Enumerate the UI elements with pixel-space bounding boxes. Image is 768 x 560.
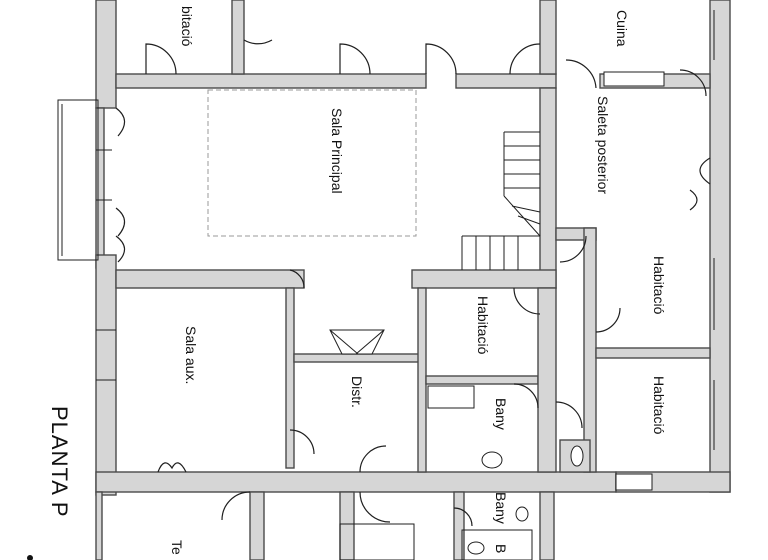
porch xyxy=(57,99,99,261)
title-partial-glyph xyxy=(27,555,33,560)
wall-left-middle xyxy=(95,107,105,269)
sink-icon-lower xyxy=(467,541,485,555)
label-habitacio-right-upper: Habitació xyxy=(651,256,667,315)
stairs xyxy=(461,131,541,270)
wall-distr-top xyxy=(293,353,425,363)
wall-saleta-left xyxy=(539,87,557,289)
toilet-icon xyxy=(570,445,584,467)
wall-left-lower xyxy=(95,254,117,496)
wall-sala-aux-right xyxy=(285,287,295,469)
label-bany-lower: Bany xyxy=(493,492,509,524)
label-bany-bottom-partial: B xyxy=(493,544,509,553)
wall-bottom xyxy=(95,471,617,493)
windows xyxy=(96,10,715,491)
lower-block xyxy=(95,491,555,560)
wall-sala-bottom-right xyxy=(411,269,557,289)
interior-walls xyxy=(115,0,711,473)
wall-distr-right xyxy=(417,287,427,473)
wall-top-rooms xyxy=(115,73,427,89)
plan-title: PLANTA P xyxy=(47,406,72,518)
label-habitacio-mid: Habitació xyxy=(475,296,491,355)
kitchen-counter xyxy=(603,71,665,87)
label-habitacio-right-lower: Habitació xyxy=(651,376,667,435)
sink-icon xyxy=(481,451,503,469)
label-bany-upper: Bany xyxy=(493,398,509,430)
wall-top-rooms-right xyxy=(455,73,557,89)
label-te-partial: Te xyxy=(169,540,185,555)
wall-top-v1 xyxy=(231,0,245,75)
bathtub xyxy=(427,385,475,409)
window-bottom xyxy=(615,473,653,491)
wall-bany-right xyxy=(537,287,557,473)
label-habitacio-top-left: bitació xyxy=(179,6,195,47)
sala-principal-dashed-area xyxy=(207,89,417,237)
label-distr: Distr. xyxy=(349,376,365,408)
label-sala-aux: Sala aux. xyxy=(183,326,199,384)
label-sala-principal: Sala Principal xyxy=(329,108,345,194)
toilet-icon-lower xyxy=(515,506,529,522)
label-cuina: Cuina xyxy=(614,10,630,47)
wall-hab-right-left xyxy=(583,227,597,473)
wall-right xyxy=(709,0,731,493)
wall-left-upper xyxy=(95,0,117,109)
porch-outline xyxy=(57,99,99,261)
wall-sala-bottom-left xyxy=(115,269,305,289)
wall-hab-right-mid xyxy=(595,347,711,359)
room-labels: bitació Cuina Sala Principal Saleta post… xyxy=(169,6,667,555)
label-saleta-posterior: Saleta posterior xyxy=(595,96,611,194)
bathroom-fixtures xyxy=(427,385,584,555)
fireplace xyxy=(329,329,385,355)
doors xyxy=(115,39,711,527)
wall-top-v2 xyxy=(539,0,557,75)
wall-hab-bany xyxy=(425,375,539,385)
